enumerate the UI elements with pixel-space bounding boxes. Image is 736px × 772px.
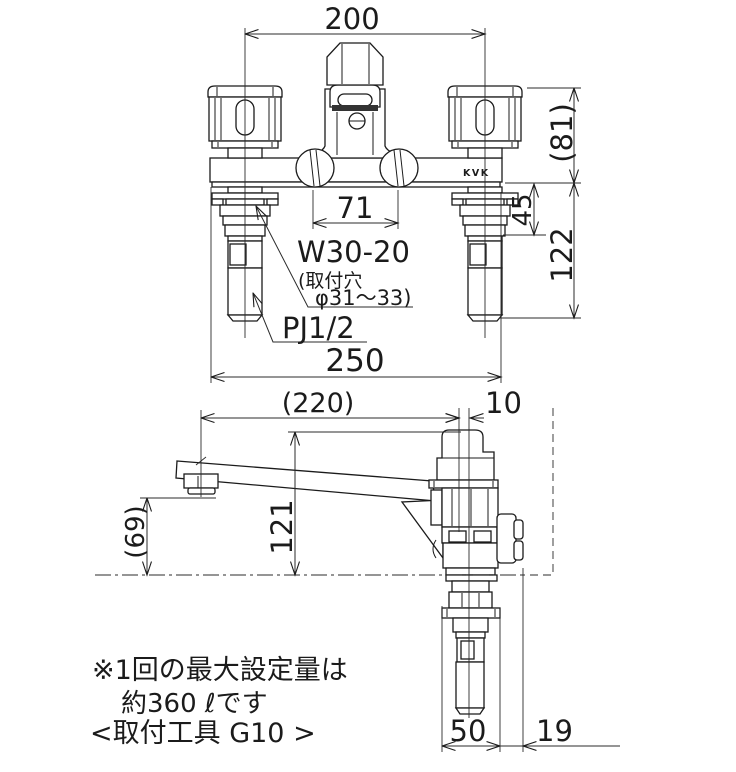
- deck-screw-right: [379, 148, 419, 188]
- svg-text:121: 121: [265, 499, 299, 554]
- front-view: KVK 200 (81) 45 122: [207, 2, 581, 383]
- dim-81: (81): [505, 88, 581, 183]
- svg-text:(69): (69): [121, 505, 151, 558]
- dim-122: 122: [499, 183, 581, 318]
- svg-text:200: 200: [324, 2, 379, 36]
- deck-screw-left: [295, 148, 335, 188]
- svg-text:45: 45: [508, 193, 538, 226]
- label-mount-thread: W30-20 (取付穴 φ31〜33): [256, 206, 413, 310]
- svg-text:(81): (81): [545, 103, 579, 163]
- svg-text:φ31〜33): φ31〜33): [315, 286, 412, 310]
- side-view: (220) 10 121 (69) 50 1: [95, 386, 620, 752]
- deck-body: [209, 157, 503, 183]
- svg-text:122: 122: [545, 227, 579, 282]
- deck-base-plate: [211, 181, 501, 188]
- dim-45: 45: [503, 184, 546, 235]
- svg-text:19: 19: [536, 714, 573, 748]
- svg-text:50: 50: [450, 714, 487, 748]
- dim-71: 71: [313, 190, 398, 229]
- dim-220: (220): [201, 388, 459, 419]
- brand-logo: KVK: [463, 168, 490, 179]
- side-knob: [496, 513, 517, 564]
- svg-text:W30-20: W30-20: [297, 235, 410, 269]
- body-column: [428, 429, 524, 576]
- svg-text:250: 250: [325, 343, 384, 379]
- center-column: [298, 42, 412, 159]
- note-mounting-tool: <取付工具 G10 >: [90, 718, 316, 749]
- dim-50-19: 50 19: [442, 568, 620, 752]
- dim-10: 10: [444, 386, 522, 420]
- dim-250: 250: [211, 187, 501, 383]
- note-max-volume-line2: 約360 ℓです: [121, 689, 268, 719]
- svg-text:PJ1/2: PJ1/2: [282, 311, 355, 345]
- label-supply-thread: PJ1/2: [253, 293, 367, 345]
- note-max-volume-line1: ※1回の最大設定量は: [92, 655, 348, 686]
- svg-text:10: 10: [485, 386, 522, 420]
- side-shank: [441, 574, 501, 715]
- dim-121: 121: [265, 432, 461, 575]
- dim-200: 200: [245, 2, 485, 36]
- top-cap-side: [436, 429, 495, 481]
- notes-block: ※1回の最大設定量は 約360 ℓです <取付工具 G10 >: [90, 655, 348, 749]
- svg-text:(220): (220): [282, 388, 355, 419]
- dim-69: (69): [121, 498, 216, 575]
- svg-text:71: 71: [337, 191, 374, 225]
- wall-reference-line: [523, 408, 554, 576]
- spout-hex-nut: [326, 42, 384, 86]
- svg-text:(取付穴: (取付穴: [298, 270, 362, 292]
